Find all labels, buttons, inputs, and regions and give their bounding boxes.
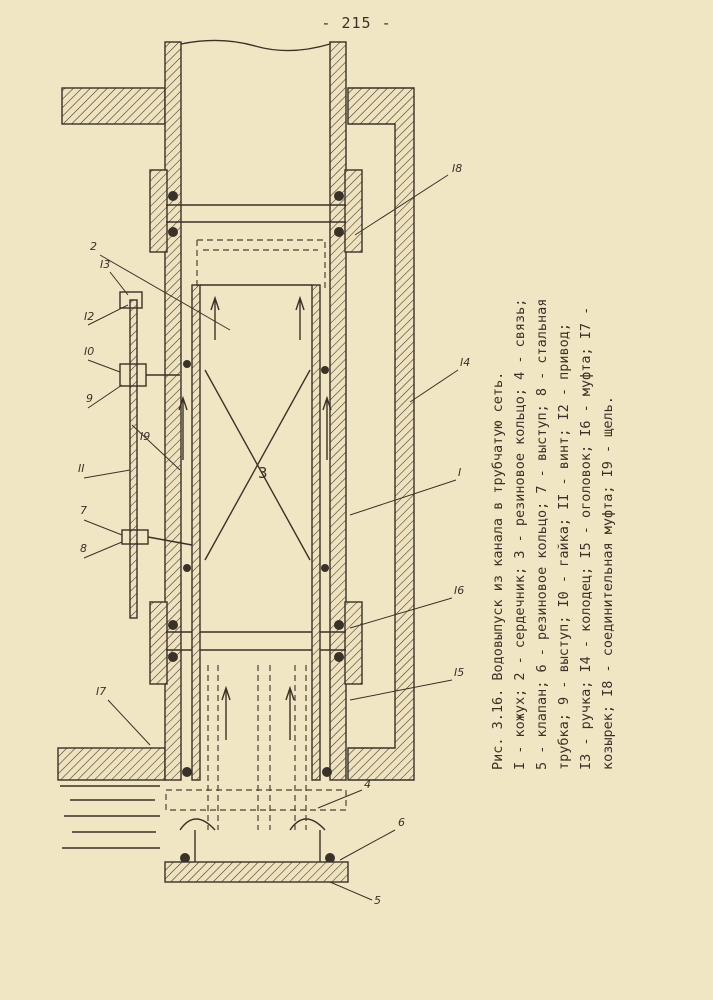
core-right-wall [311,284,321,781]
svg-text:7: 7 [80,504,87,517]
page-number: - 215 - [321,14,392,32]
svg-text:4: 4 [364,778,371,791]
caption-title: Рис. 3.16. Водовыпуск из канала в трубча… [490,371,506,770]
casing-left-wall [164,41,182,781]
svg-text:6: 6 [398,816,405,829]
valve-plate [164,861,349,883]
svg-text:I: I [458,466,461,479]
caption-line: козырек; I8 - соединительная муфта; I9 -… [600,396,616,770]
svg-text:I5: I5 [454,666,464,679]
break-line [180,39,331,52]
core-left-wall [191,284,201,781]
handle [119,291,143,309]
svg-text:5: 5 [374,894,381,907]
lower-sleeve-left [149,601,168,685]
x-mark-b [204,369,311,561]
screw-rod [129,299,138,619]
well-top-right [347,87,415,781]
caption-line: трубка; 9 - выступ; I0 - гайка; II - вин… [556,322,572,770]
svg-text:I7: I7 [96,685,106,698]
upper-sleeve-right [344,169,363,253]
svg-text:9: 9 [86,392,93,405]
svg-text:II: II [78,462,85,475]
core-dashed-upper [196,239,326,290]
svg-text:I8: I8 [452,162,462,175]
svg-text:I9: I9 [140,430,150,443]
caption-line: I3 - ручка; I4 - колодец; I5 - оголовок;… [578,306,594,770]
figure-caption: Рис. 3.16. Водовыпуск из канала в трубча… [487,298,619,770]
caption-line: 5 - клапан; 6 - резиновое кольцо; 7 - вы… [534,298,550,770]
wall-top-left [61,87,166,125]
lower-sleeve-right [344,601,363,685]
valve-stems [207,665,307,830]
svg-text:I0: I0 [84,345,94,358]
rubber-rings [168,191,344,863]
water-lines [60,785,160,849]
callouts: 2 I3 I2 I0 9 I9 II 7 8 I7 I8 I4 I I6 I5 … [78,162,470,907]
svg-text:8: 8 [80,542,87,555]
upper-sleeve-left [149,169,168,253]
svg-text:I4: I4 [460,356,470,369]
svg-text:I2: I2 [84,310,94,323]
flow-arrows [178,295,332,740]
wall-bottom-left [57,747,166,781]
svg-text:I3: I3 [100,258,110,271]
casing-right-wall [329,41,347,781]
center-label: 3 [258,464,268,482]
svg-text:2: 2 [90,240,97,253]
svg-text:I6: I6 [454,584,464,597]
caption-line: I - кожух; 2 - сердечник; 3 - резиновое … [512,298,528,770]
